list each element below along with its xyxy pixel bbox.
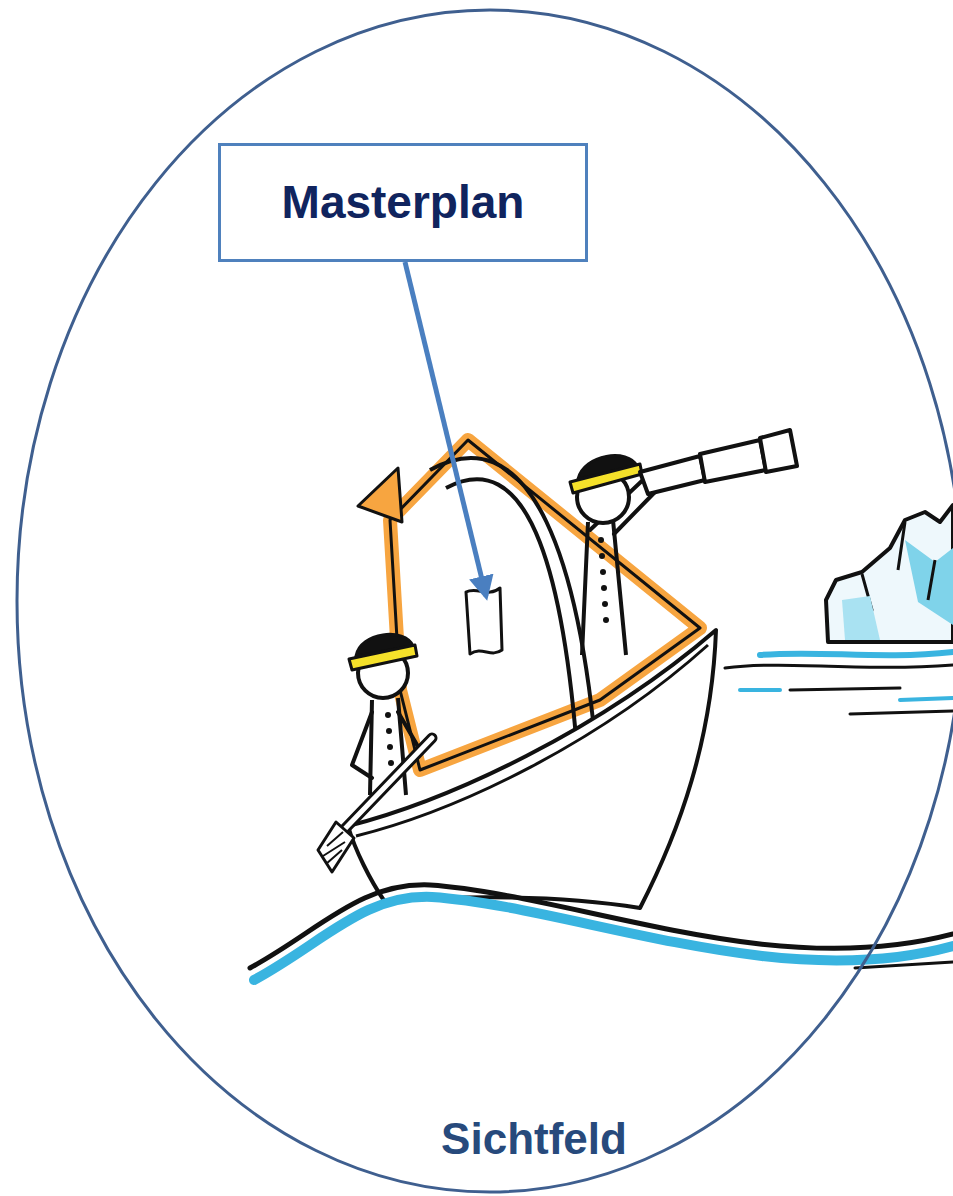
button bbox=[386, 728, 392, 734]
view-field: Sichtfeld Masterplan bbox=[15, 8, 953, 1194]
telescope bbox=[700, 440, 766, 482]
telescope bbox=[760, 430, 797, 472]
water-line bbox=[740, 688, 780, 692]
oar bbox=[338, 738, 432, 836]
cap-band bbox=[349, 645, 417, 670]
iceberg bbox=[826, 505, 953, 642]
uniform-buttons bbox=[598, 537, 609, 623]
leader-arrow bbox=[405, 262, 486, 596]
hull-rim bbox=[356, 645, 708, 836]
button bbox=[603, 617, 609, 623]
telescope bbox=[640, 456, 705, 494]
paper-plan bbox=[466, 588, 502, 654]
water-line bbox=[725, 665, 953, 668]
button bbox=[601, 585, 607, 591]
captain-body bbox=[582, 520, 626, 655]
oar-blade bbox=[318, 822, 354, 872]
button bbox=[602, 601, 608, 607]
callout-label: Masterplan bbox=[282, 176, 525, 229]
callout-box: Masterplan bbox=[218, 143, 588, 262]
iceberg-shade bbox=[842, 596, 880, 640]
water-line bbox=[760, 652, 953, 655]
view-field-ellipse bbox=[17, 10, 953, 1192]
button bbox=[599, 553, 605, 559]
water-line bbox=[900, 698, 953, 700]
oar-blade-line bbox=[323, 832, 345, 864]
pennant bbox=[358, 468, 402, 522]
wave bbox=[855, 962, 953, 968]
field-label: Sichtfeld bbox=[384, 1114, 684, 1165]
button bbox=[388, 760, 394, 766]
cap-band bbox=[570, 464, 642, 493]
button bbox=[385, 712, 391, 718]
water-line bbox=[790, 688, 900, 690]
oar-inner bbox=[338, 738, 432, 836]
iceberg-shade bbox=[905, 540, 953, 625]
button bbox=[387, 744, 393, 750]
wave bbox=[254, 897, 953, 980]
wave bbox=[250, 885, 953, 968]
button bbox=[600, 569, 606, 575]
water-line bbox=[850, 711, 953, 714]
button bbox=[598, 537, 604, 543]
